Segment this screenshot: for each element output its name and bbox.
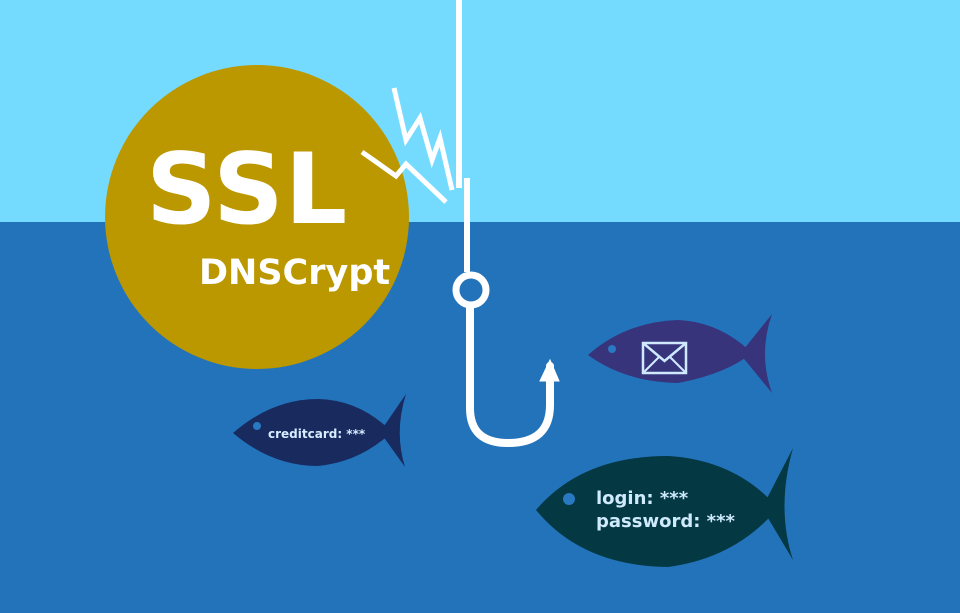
envelope-icon	[641, 341, 688, 375]
fish-body	[536, 456, 778, 567]
fish-eye	[563, 493, 575, 505]
fish-body	[588, 320, 752, 383]
ssl-label: SSL	[146, 133, 349, 247]
dnscrypt-label: DNSCrypt	[199, 253, 391, 293]
fish-tail	[380, 394, 406, 467]
fish-login	[536, 448, 793, 567]
fish-creditcard	[233, 394, 406, 467]
password-label: password: ***	[596, 511, 735, 532]
fish-eye	[608, 345, 616, 353]
fish-tail	[740, 314, 772, 393]
creditcard-label: creditcard: ***	[268, 427, 366, 441]
ssl-badge-circle	[105, 65, 409, 369]
fish-email	[588, 314, 772, 393]
lightning-bolt-icon	[360, 87, 455, 204]
fishing-line	[456, 0, 470, 272]
fish-eye	[253, 422, 261, 430]
fish-tail	[762, 448, 793, 560]
login-label: login: ***	[596, 488, 689, 509]
fishing-hook-icon	[452, 271, 560, 448]
fish-body	[233, 399, 392, 466]
